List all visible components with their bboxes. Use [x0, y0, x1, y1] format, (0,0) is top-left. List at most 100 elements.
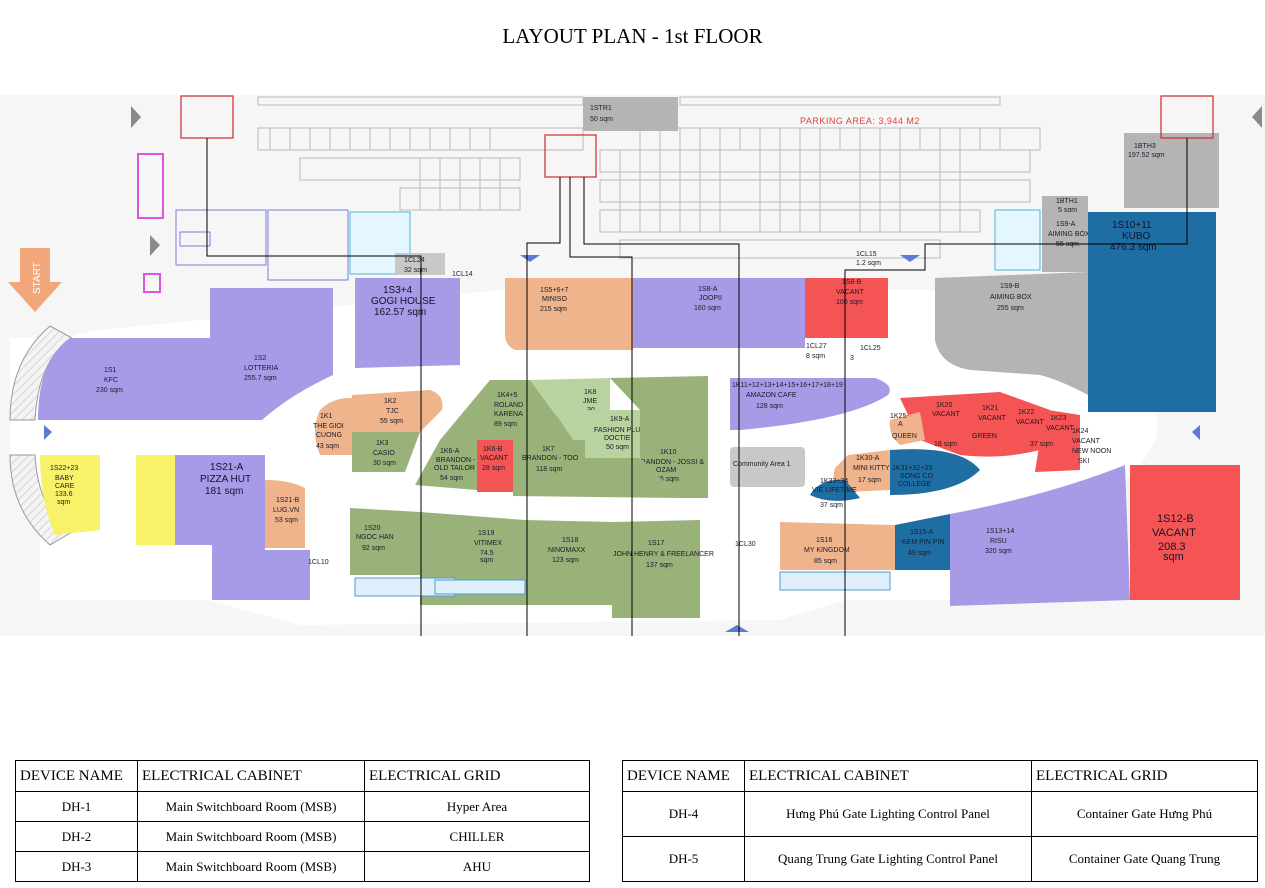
table-row: DH-3 Main Switchboard Room (MSB) AHU [15, 851, 590, 882]
leader-lines [206, 138, 1188, 636]
unit-1k1 [315, 398, 352, 455]
unit-1s10-area: 476.3 sqm [1110, 242, 1157, 253]
unit-1str1 [583, 97, 678, 131]
unit-1k21-name2: GREEN [972, 433, 997, 440]
unit-1k24-name2: NEW NOON [1072, 448, 1111, 455]
unit-1k30a-name: MINI KITTY [853, 465, 890, 472]
unit-1k6b-code: 1K6-B [483, 446, 503, 453]
unit-1s9b-code: 1S9-B [1000, 283, 1020, 290]
unit-1k23-code: 1K23 [1050, 415, 1066, 422]
unit-1k11-amazon-cafe [730, 378, 890, 430]
unit-1k10-name2: OZAM [656, 467, 676, 474]
unit-1s9b-area: 255 sqm [997, 305, 1024, 312]
unit-1s19-area: 74.5 [480, 550, 494, 557]
unit-1cl24 [395, 253, 445, 275]
unit-1s8a-area: 160 sqm [694, 305, 721, 312]
unit-1k6b-area: 28 sqm [482, 465, 505, 472]
unit-1k22-area: 37 sqm [1030, 441, 1053, 448]
west-gate-arrow-2 [150, 235, 160, 256]
unit-1s19-code: 1S19 [478, 530, 494, 537]
unit-1bth3-area: 197.52 sqm [1128, 152, 1165, 159]
unit-1s19-name: VITIMEX [474, 540, 502, 547]
unit-1k11-area: 128 sqm [756, 403, 783, 410]
unit-1s2-code: 1S2 [254, 355, 267, 362]
unit-1k3-casio [352, 432, 420, 472]
unit-1s16-code: 1S16 [816, 537, 832, 544]
cell-electrical-grid: Container Gate Hưng Phú [1031, 791, 1258, 837]
cyan-core-left [349, 211, 411, 275]
unit-1s567-miniso [505, 278, 633, 350]
cell-device-name: DH-3 [15, 851, 138, 882]
unit-1s2-name: LOTTERIA [244, 365, 279, 372]
unit-1k22-vacant [1010, 404, 1080, 472]
unit-1k7-area: 118 sqm [536, 466, 562, 473]
unit-1k7-brandon-too [513, 440, 680, 498]
unit-1s19-unit: sqm [480, 557, 493, 564]
unit-1k45-code: 1K4+5 [497, 392, 518, 399]
unit-1s1314-area: 320 sqm [985, 548, 1012, 555]
unit-1k31-name: SONG CO [900, 473, 934, 480]
unit-1s22-unit: sqm [57, 499, 70, 506]
unit-1k33-area: 37 sqm [820, 502, 843, 509]
unit-1s12-vacant [1130, 465, 1240, 600]
column-header-electrical-grid: ELECTRICAL GRID [1031, 760, 1258, 792]
service-areas [175, 209, 349, 281]
unit-1s21a-name: PIZZA HUT [200, 474, 251, 485]
unit-1k2-name: TJC [386, 408, 399, 415]
unit-1k6b-name: VACANT [480, 455, 509, 462]
device-table-right: DEVICE NAME ELECTRICAL CABINET ELECTRICA… [622, 760, 1258, 882]
unit-1s16-area: 85 sqm [814, 558, 837, 565]
page-title: LAYOUT PLAN - 1st FLOOR [502, 24, 763, 48]
unit-1k25-queen [889, 412, 925, 445]
unit-1s10-code: 1S10+11 [1112, 220, 1152, 231]
column-header-electrical-grid: ELECTRICAL GRID [364, 760, 590, 792]
unit-1cl14-code: 1CL14 [452, 271, 473, 278]
unit-1s17-john-henry [612, 520, 700, 618]
unit-1s2-lotteria [210, 288, 333, 420]
unit-1s1-kfc [38, 338, 210, 420]
unit-1k8-code: 1K8 [584, 389, 597, 396]
unit-1s17-name: JOHN HENRY & FREELANCER [613, 551, 714, 558]
unit-1s2-area: 255.7 sqm [244, 375, 277, 382]
unit-1s20-name: NGOC HAN [356, 534, 394, 541]
unit-1k6a-code: 1K6-A [440, 448, 460, 455]
unit-1s18-area: 123 sqm [552, 557, 579, 564]
device-table-left: DEVICE NAME ELECTRICAL CABINET ELECTRICA… [15, 760, 590, 882]
unit-1s17-area: 137 sqm [646, 562, 673, 569]
unit-1s18-name: NINOMAXX [548, 547, 586, 554]
unit-1k6a-name1: BRANDON - [436, 457, 476, 464]
unit-1k30a-area: 17 sqm [858, 477, 881, 484]
unit-1k45-area: 89 sqm [494, 421, 517, 428]
unit-1bth1-code: 1BTH1 [1056, 198, 1078, 205]
unit-1s567-name: MINISO [542, 296, 567, 303]
unit-1s22-name2: CARE [55, 483, 75, 490]
north-arrow-left [520, 255, 540, 262]
unit-1s22-baby-care [40, 455, 100, 535]
unit-1s1-code: 1S1 [104, 367, 117, 374]
table-row: DH-2 Main Switchboard Room (MSB) CHILLER [15, 821, 590, 852]
column-header-electrical-cabinet: ELECTRICAL CABINET [137, 760, 365, 792]
unit-1k25-name: QUEEN [892, 433, 917, 440]
unit-1bth3 [1124, 133, 1219, 208]
unit-1s21b-lug [265, 480, 305, 548]
unit-1k20-name: VACANT [932, 411, 961, 418]
unit-1k3-code: 1K3 [376, 440, 389, 447]
floor-plan: PARKING AREA: 3,944 M2 START 1STR1 50 sq… [0, 95, 1265, 636]
unit-1s1314-name: RISU [990, 538, 1007, 545]
unit-1s15a-kem-pin-pin [895, 514, 950, 570]
unit-1s21b-code: 1S21-B [276, 497, 300, 504]
unit-1s9a [1042, 212, 1090, 272]
north-arrow-right [900, 255, 920, 262]
unit-1s10-name: KUBO [1122, 231, 1151, 242]
unit-1k2-code: 1K2 [384, 398, 397, 405]
unit-1k1-code: 1K1 [320, 413, 333, 420]
unit-1k3-area: 30 sqm [373, 460, 396, 467]
unit-1s1-name: KFC [104, 377, 118, 384]
unit-1k10-brandon-jossi [640, 410, 708, 498]
unit-1s22-code: 1S22+23 [50, 465, 78, 472]
east-gate-arrow [1252, 106, 1262, 128]
unit-1s16-my-kingdom [780, 522, 895, 570]
unit-1k45-name1: ROLAND [494, 402, 523, 409]
unit-1k8-name: JME [583, 398, 597, 405]
unit-1k6b-vacant [477, 440, 513, 492]
